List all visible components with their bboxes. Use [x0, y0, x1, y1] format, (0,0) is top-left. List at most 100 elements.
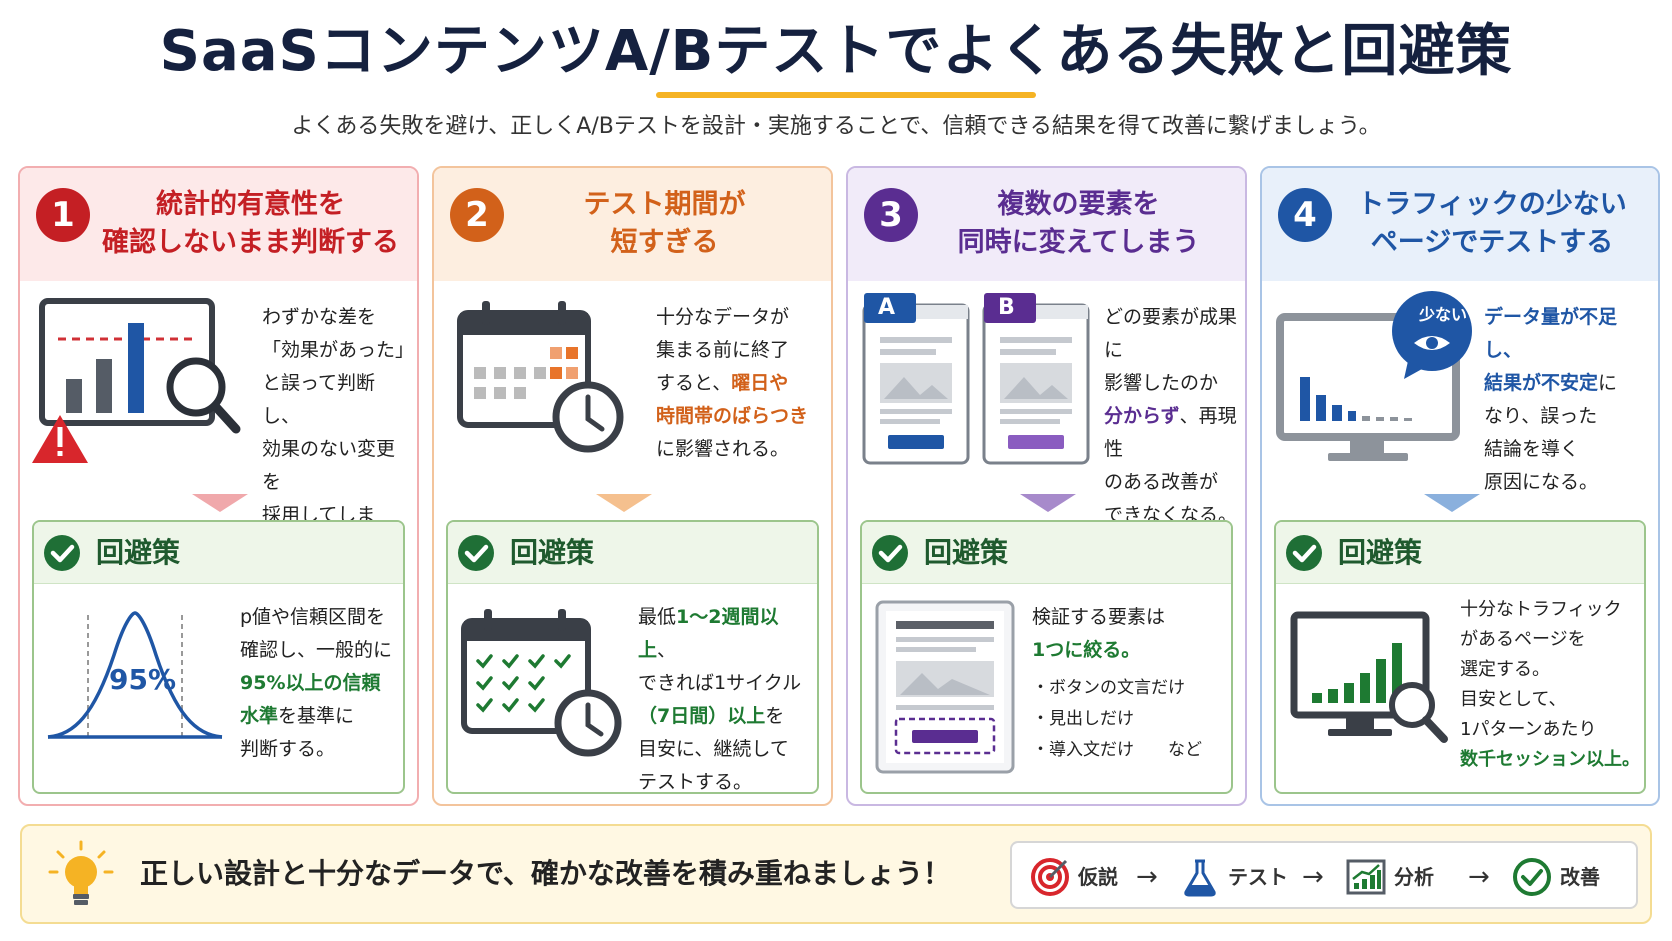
process-flow: 仮説 → テスト → 分析 →	[1010, 841, 1638, 909]
sol-em: （7日間）以上	[638, 705, 766, 727]
sol-line: できれば1サイクル	[638, 672, 802, 694]
card-2-desc-line-em: 時間帯のばらつき	[656, 405, 809, 427]
card-4-desc-line: 原因になる。	[1484, 471, 1599, 493]
card-4-desc-line: 結論を導く	[1484, 438, 1580, 460]
card-4: 4 トラフィックの少ない ページでテストする	[1260, 166, 1660, 806]
sol-em: 水準	[240, 705, 279, 727]
sol-line: 確認し、一般的に	[240, 639, 393, 661]
sol-line: 最低1〜2週間以上、	[638, 601, 811, 667]
flow-label: テスト	[1228, 865, 1288, 889]
card-1: 1 統計的有意性を 確認しないまま判断する わずかな差を 「効果が	[18, 166, 419, 806]
card-4-heading: トラフィックの少ない ページでテストする	[1334, 186, 1650, 262]
flask-icon	[1184, 859, 1216, 897]
card-3-number: 3	[864, 188, 918, 242]
card-2-desc-line: すると、曜日や	[656, 367, 823, 400]
card-1-number: 1	[36, 188, 90, 242]
card-3-heading-line2: 同時に変えてしまう	[957, 227, 1200, 258]
card-1-problem: わずかな差を 「効果があった」 と誤って判断し、 効果のない変更を 採用してしま…	[20, 281, 417, 559]
desc-em: 曜日や	[731, 372, 789, 394]
sol-text: を	[765, 705, 785, 727]
flow-step-test: テスト	[1180, 857, 1288, 897]
sol-line-em: 95%以上の信頼	[240, 672, 381, 694]
card-4-heading-line2: ページでテストする	[1370, 227, 1614, 258]
card-4-desc: データ量が不足し、 結果が不安定に なり、誤った 結論を導く 原因になる。	[1484, 301, 1654, 499]
card-1-solution: 回避策 95% p値や信頼区間を 確認し、一般的に 95%以上の信頼 水準を基準…	[32, 520, 405, 794]
sol-line-em: 1つに絞る。	[1032, 639, 1141, 661]
arrow-icon: →	[1302, 862, 1324, 892]
sol-line: 選定する。	[1460, 659, 1550, 680]
card-3-solution-header: 回避策	[862, 522, 1231, 584]
card-3-desc-line: どの要素が成果に	[1104, 306, 1238, 361]
flow-step-hypothesis: 仮説	[1030, 857, 1118, 897]
check-icon	[1286, 535, 1322, 571]
sol-text: 最低	[638, 606, 677, 628]
growth-chart-icon	[1346, 859, 1386, 895]
arrow-icon: →	[1136, 862, 1158, 892]
page-subtitle: よくある失敗を避け、正しくA/Bテストを設計・実施することで、信頼できる結果を得…	[291, 114, 1381, 139]
card-3-bullets: ・ボタンの文言だけ ・見出しだけ ・導入文だけ など	[1032, 673, 1202, 766]
card-4-number: 4	[1278, 188, 1332, 242]
sol-line: p値や信頼区間を	[240, 606, 386, 628]
bullet-item: ・見出しだけ	[1032, 709, 1134, 729]
card-4-solution-body: 十分なトラフィック があるページを 選定する。 目安として、 1パターンあたり …	[1276, 585, 1644, 792]
flow-step-improve: 改善	[1512, 857, 1600, 897]
card-3-solution: 回避策 検証する要素は 1つに絞る。	[860, 520, 1233, 794]
card-2-solution-body: 最低1〜2週間以上、 できれば1サイクル （7日間）以上を 目安に、継続して テ…	[448, 585, 817, 792]
card-3-desc-line: 分からず、再現性	[1104, 400, 1239, 466]
card-2: 2 テスト期間が 短すぎる 十分なデータが 集ま	[432, 166, 833, 806]
card-2-solution-label: 回避策	[510, 536, 595, 569]
card-2-problem: 十分なデータが 集まる前に終了 すると、曜日や 時間帯のばらつき に影響される。	[434, 281, 831, 481]
card-3-problem: A B どの要素が成果に 影響したのか 分からず、再現性 のある改善が できなく…	[848, 281, 1245, 526]
card-1-heading-line1: 統計的有意性を	[156, 189, 345, 220]
card-1-header: 1 統計的有意性を 確認しないまま判断する	[20, 168, 417, 281]
flow-label: 分析	[1394, 865, 1434, 889]
card-3-desc-line: のある改善が	[1104, 471, 1219, 493]
bar-chart-with-magnifier-warning-icon	[32, 298, 241, 463]
page-title: SaaSコンテンツA/Bテストでよくある失敗と回避策	[159, 19, 1513, 84]
card-1-solution-body: 95% p値や信頼区間を 確認し、一般的に 95%以上の信頼 水準を基準に 判断…	[34, 585, 403, 792]
card-1-solution-label: 回避策	[96, 536, 181, 569]
lightbulb-icon	[48, 840, 114, 905]
card-3-solution-desc: 検証する要素は 1つに絞る。	[1032, 601, 1225, 667]
card-2-heading: テスト期間が 短すぎる	[506, 186, 823, 262]
card-2-solution: 回避策 最低1〜2週間以上、	[446, 520, 819, 794]
card-1-solution-desc: p値や信頼区間を 確認し、一般的に 95%以上の信頼 水準を基準に 判断する。	[240, 601, 397, 766]
calendar-check-clock-icon	[461, 609, 622, 757]
card-4-solution-desc: 十分なトラフィック があるページを 選定する。 目安として、 1パターンあたり …	[1460, 595, 1640, 775]
card-1-desc-line: 効果のない変更を	[262, 438, 396, 493]
card-1-desc-line: わずかな差を	[262, 306, 377, 328]
desc-text: に	[1598, 372, 1618, 394]
sol-line: 1パターンあたり	[1460, 719, 1597, 740]
bullet-item: ・導入文だけ など	[1032, 740, 1202, 760]
desc-em: 結果が不安定	[1484, 372, 1599, 394]
variant-a-label: A	[878, 295, 896, 320]
sol-line: 検証する要素は	[1032, 606, 1166, 628]
card-3-solution-body: 検証する要素は 1つに絞る。 ・ボタンの文言だけ ・見出しだけ ・導入文だけ な…	[862, 585, 1231, 792]
card-1-desc-line: 「効果があった」	[262, 339, 415, 361]
ab-page-variants-icon	[862, 293, 1090, 465]
card-3-solution-label: 回避策	[924, 536, 1009, 569]
card-2-heading-line2: 短すぎる	[610, 227, 719, 258]
card-2-down-arrow	[596, 494, 652, 512]
check-icon	[44, 535, 80, 571]
title-underline	[656, 92, 1036, 98]
card-1-solution-header: 回避策	[34, 522, 403, 584]
desc-text: すると、	[656, 372, 732, 394]
footer-banner: 正しい設計と十分なデータで、確かな改善を積み重ねましょう！ 仮説 → テスト	[20, 824, 1652, 924]
card-3-down-arrow	[1020, 494, 1076, 512]
card-4-problem: 少ない データ量が不足し、 結果が不安定に なり、誤った 結論を導く 原因になる…	[1262, 281, 1658, 493]
arrow-icon: →	[1468, 862, 1490, 892]
card-4-solution-header: 回避策	[1276, 522, 1644, 584]
sol-line: があるページを	[1460, 629, 1586, 650]
card-2-solution-desc: 最低1〜2週間以上、 できれば1サイクル （7日間）以上を 目安に、継続して テ…	[638, 601, 811, 792]
flow-step-analysis: 分析	[1346, 857, 1434, 897]
card-1-desc: わずかな差を 「効果があった」 と誤って判断し、 効果のない変更を 採用してしま…	[262, 301, 415, 565]
card-4-solution: 回避策 十分なトラフィック があるペ	[1274, 520, 1646, 794]
card-4-desc-line: なり、誤った	[1484, 405, 1598, 427]
card-2-desc-line: 十分なデータが	[656, 306, 790, 328]
footer-message: 正しい設計と十分なデータで、確かな改善を積み重ねましょう！	[140, 857, 951, 890]
card-2-number: 2	[450, 188, 504, 242]
sol-line: 水準を基準に	[240, 700, 397, 733]
card-1-down-arrow	[192, 494, 248, 512]
curve-label: 95%	[109, 663, 177, 696]
